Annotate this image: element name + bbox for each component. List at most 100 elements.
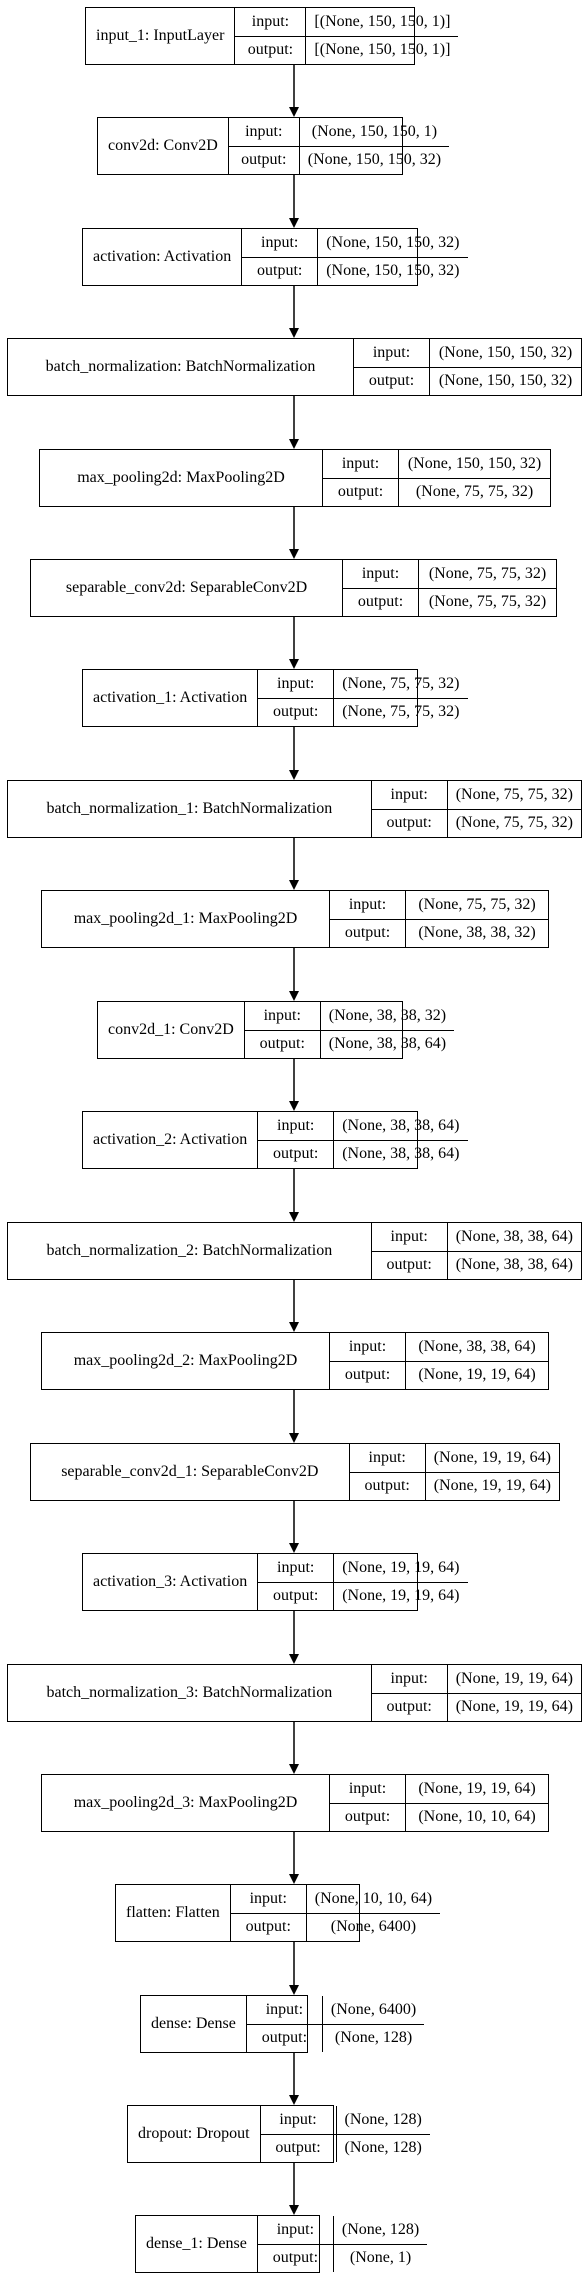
arrowhead-icon xyxy=(289,770,299,780)
io-labels: input:output: xyxy=(354,339,429,395)
input-shape: (None, 19, 19, 64) xyxy=(342,1558,460,1576)
output-shape: (None, 75, 75, 32) xyxy=(334,697,468,727)
input-shape: (None, 38, 38, 64) xyxy=(418,1337,536,1355)
input-label: input: xyxy=(249,1889,287,1907)
layer-name: dropout: Dropout xyxy=(138,2125,250,2142)
output-label: output: xyxy=(242,256,318,286)
output-shape: (None, 75, 75, 32) xyxy=(399,477,550,507)
layer-name: input_1: InputLayer xyxy=(96,27,225,44)
input-label: input: xyxy=(390,1227,428,1245)
output-label: output: xyxy=(330,918,405,948)
io-labels: input:output: xyxy=(371,781,447,838)
arrowhead-icon xyxy=(289,1764,299,1774)
io-values: (None, 150, 150, 32)(None, 150, 150, 32) xyxy=(429,339,581,395)
input-label: input: xyxy=(265,2000,304,2018)
io-table: input:output:(None, 150, 150, 32)(None, … xyxy=(322,450,550,506)
output-shape: (None, 38, 38, 64) xyxy=(447,1250,581,1280)
io-labels: input:output: xyxy=(371,1223,447,1279)
layer-name: separable_conv2d_1: SeparableConv2D xyxy=(61,1463,319,1480)
output-shape: (None, 1) xyxy=(333,2243,428,2273)
input-label: input: xyxy=(368,1448,406,1466)
io-table: input:output:(None, 38, 38, 64)(None, 38… xyxy=(257,1112,468,1169)
arrowhead-icon xyxy=(289,1985,299,1995)
output-shape: [(None, 150, 150, 1)] xyxy=(306,35,459,65)
arrowhead-icon xyxy=(289,328,299,338)
io-labels: input:output: xyxy=(330,1775,405,1831)
input-shape: (None, 150, 150, 1) xyxy=(311,122,438,140)
input-shape: (None, 150, 150, 32) xyxy=(438,343,573,361)
output-label: output: xyxy=(230,1912,306,1942)
output-shape: (None, 150, 150, 32) xyxy=(318,256,468,286)
io-labels: input:output: xyxy=(228,118,299,174)
io-labels: input:output: xyxy=(258,670,334,726)
arrowhead-icon xyxy=(289,1433,299,1443)
arrowhead-icon xyxy=(289,1101,299,1111)
io-labels: input:output: xyxy=(323,450,398,506)
layer-node: separable_conv2d_1: SeparableConv2D input… xyxy=(30,1443,560,1501)
input-shape: (None, 128) xyxy=(341,2220,420,2238)
layer-node: batch_normalization_2: BatchNormalizatio… xyxy=(7,1222,582,1280)
io-table: input:output:(None, 75, 75, 32)(None, 75… xyxy=(370,781,581,838)
output-shape: (None, 38, 38, 32) xyxy=(406,918,548,948)
output-shape: (None, 75, 75, 32) xyxy=(419,587,556,617)
output-label: output: xyxy=(330,1802,405,1832)
io-labels: input:output: xyxy=(246,1996,322,2052)
input-shape: [(None, 150, 150, 1)] xyxy=(314,12,451,30)
input-shape: (None, 19, 19, 64) xyxy=(455,1669,573,1687)
io-labels: input:output: xyxy=(244,1002,320,1058)
io-values: (None, 19, 19, 64)(None, 19, 19, 64) xyxy=(424,1444,559,1500)
io-values: (None, 19, 19, 64)(None, 19, 19, 64) xyxy=(446,1665,581,1721)
input-shape: (None, 10, 10, 64) xyxy=(314,1889,433,1907)
output-label: output: xyxy=(371,1692,447,1722)
input-label: input: xyxy=(276,2220,315,2238)
input-label: input: xyxy=(279,2110,317,2128)
arrowhead-icon xyxy=(289,1874,299,1884)
arrowhead-icon xyxy=(289,1654,299,1664)
io-values: (None, 75, 75, 32)(None, 75, 75, 32) xyxy=(418,560,556,616)
io-labels: input:output: xyxy=(258,1554,334,1611)
output-shape: (None, 75, 75, 32) xyxy=(447,808,581,838)
io-table: input:output:(None, 19, 19, 64)(None, 19… xyxy=(348,1444,559,1500)
input-shape: (None, 150, 150, 32) xyxy=(407,454,542,472)
input-shape: (None, 38, 38, 32) xyxy=(328,1006,447,1024)
output-label: output: xyxy=(371,808,447,838)
arrowhead-icon xyxy=(289,439,299,449)
arrowhead-icon xyxy=(289,218,299,228)
io-labels: input:output: xyxy=(257,2216,333,2272)
input-label: input: xyxy=(261,233,299,251)
io-values: (None, 38, 38, 64)(None, 38, 38, 64) xyxy=(333,1112,468,1168)
input-label: input: xyxy=(372,343,411,361)
io-table: input:output:(None, 150, 150, 1)(None, 1… xyxy=(227,118,450,174)
layer-node: batch_normalization_1: BatchNormalizatio… xyxy=(7,780,582,838)
io-table: input:output:(None, 6400)(None, 128) xyxy=(245,1996,425,2052)
output-label: output: xyxy=(260,2133,336,2163)
io-table: input:output:(None, 38, 38, 64)(None, 38… xyxy=(370,1223,581,1280)
layer-name: max_pooling2d: MaxPooling2D xyxy=(77,469,285,486)
io-table: input:output:(None, 150, 150, 32)(None, … xyxy=(353,339,581,395)
layer-name: batch_normalization_2: BatchNormalizatio… xyxy=(46,1242,333,1259)
io-labels: input:output: xyxy=(330,1333,405,1389)
layer-node: batch_normalization_3: BatchNormalizatio… xyxy=(7,1664,582,1722)
output-label: output: xyxy=(258,1581,334,1611)
io-table: input:output: (None, 128) (None, 1) xyxy=(256,2216,428,2273)
io-table: input: output:(None, 10, 10, 64)(None, 64… xyxy=(229,1885,441,1942)
layer-name: batch_normalization: BatchNormalization xyxy=(45,358,316,375)
io-values: (None, 10, 10, 64)(None, 6400) xyxy=(305,1885,441,1941)
output-label: output: xyxy=(323,477,398,507)
io-values: (None, 150, 150, 32) (None, 75, 75, 32) xyxy=(398,450,550,506)
output-label: output: xyxy=(258,1139,334,1169)
io-labels: input:output: xyxy=(258,1112,334,1169)
layer-name: dense_1: Dense xyxy=(146,2235,247,2252)
input-label: input: xyxy=(361,564,400,582)
io-values: (None, 38, 38, 64)(None, 38, 38, 64) xyxy=(446,1223,581,1280)
